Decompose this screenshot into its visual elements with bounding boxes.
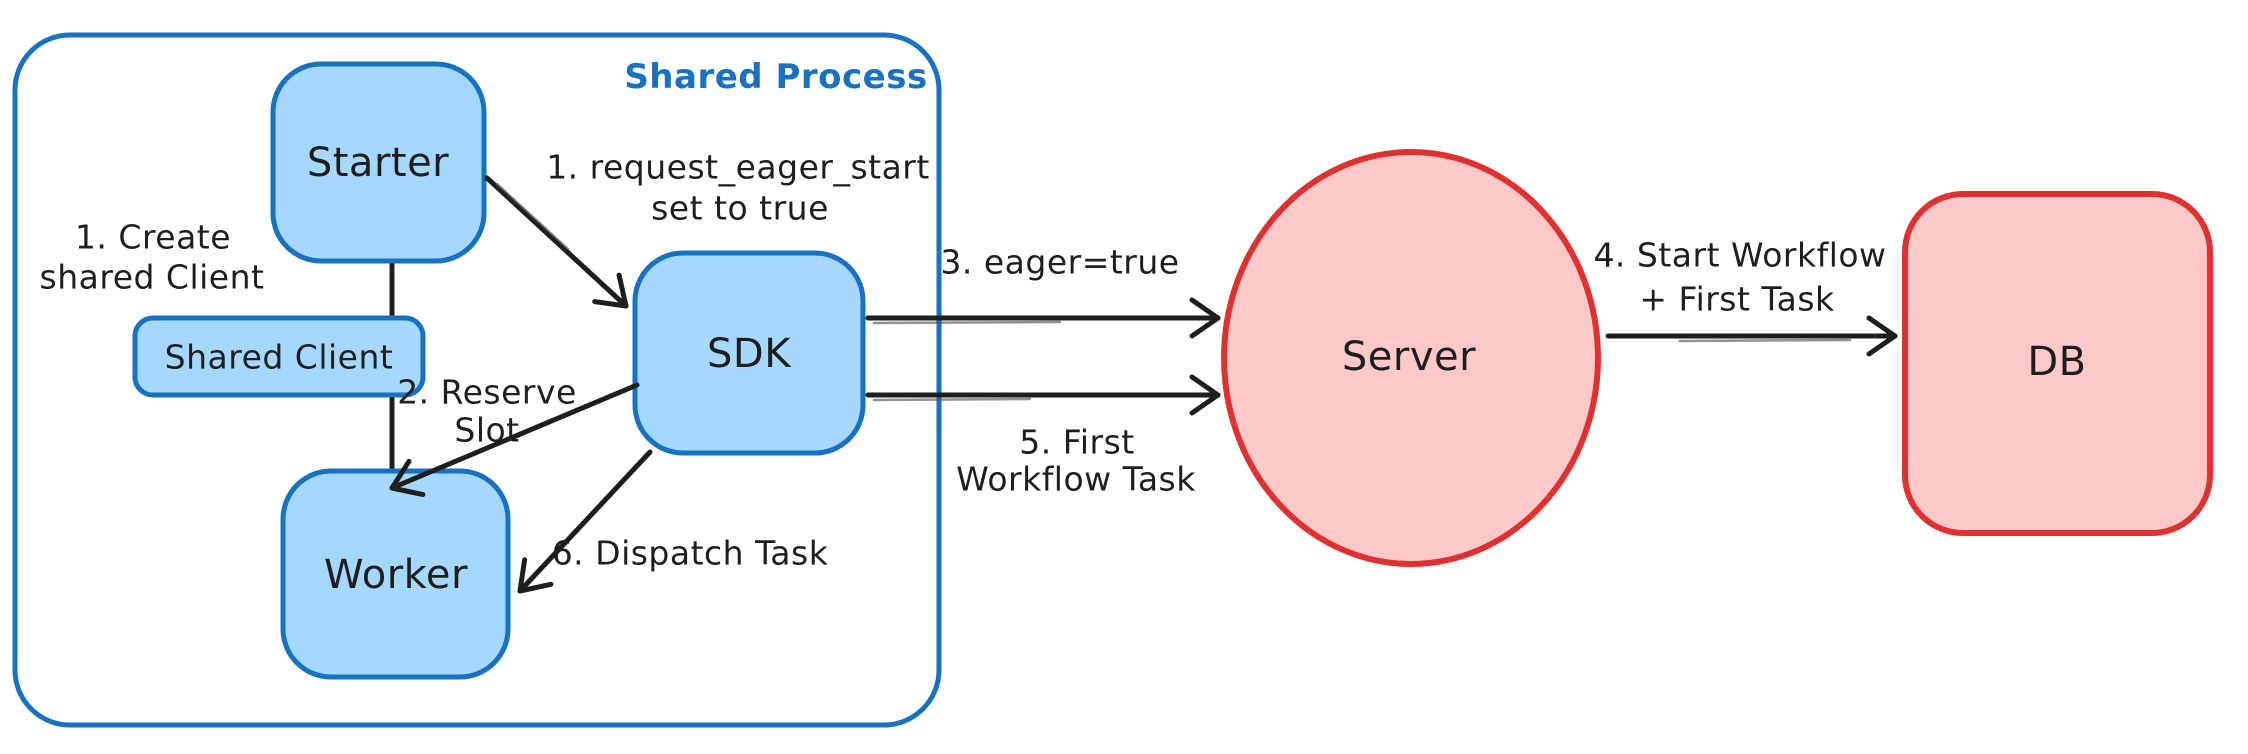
- annotation-create-shared-client-line1: 1. Create: [75, 218, 231, 257]
- arrow-sdk-to-worker-reserve: [389, 382, 640, 498]
- annotation-dispatch-task: 6. Dispatch Task: [552, 534, 829, 573]
- annotation-first-workflow-task-line2: Workflow Task: [956, 460, 1196, 499]
- arrow-starter-to-sdk-rough: [495, 182, 570, 251]
- shared-client-node: [132, 315, 426, 398]
- annotation-reserve-slot-line1: 2. Reserve: [397, 373, 577, 412]
- annotation-first-workflow-task-line1: 5. First: [1019, 423, 1134, 462]
- annotation-start-workflow-line2: + First Task: [1639, 280, 1835, 319]
- shared-client-label: Shared Client: [165, 338, 394, 377]
- server-label: Server: [1342, 334, 1476, 380]
- annotation-start-workflow-line1: 4. Start Workflow: [1593, 236, 1886, 275]
- server-node: [1221, 149, 1601, 567]
- arrow-sdk-to-worker-dispatch: [517, 449, 653, 594]
- starter-label: Starter: [307, 140, 449, 186]
- sdk-node: [632, 250, 866, 456]
- arrow-starter-to-sdk: [484, 175, 629, 309]
- arrow-server-db-rough: [1678, 338, 1852, 343]
- annotation-request-eager-start-line1: 1. request_eager_start: [546, 148, 930, 187]
- arrow-first-task-rough: [872, 397, 1032, 402]
- sdk-label: SDK: [707, 331, 792, 377]
- annotation-create-shared-client-line2: shared Client: [40, 258, 265, 297]
- db-label: DB: [2027, 339, 2086, 385]
- arrow-eager-rough: [872, 320, 1062, 325]
- annotation-reserve-slot-line2: Slot: [454, 411, 519, 450]
- annotation-request-eager-start-line2: set to true: [651, 189, 829, 228]
- shared-process-container: [12, 32, 942, 728]
- worker-label: Worker: [324, 552, 468, 598]
- db-node: [1902, 191, 2213, 536]
- annotation-eager-true: 3. eager=true: [940, 243, 1179, 282]
- starter-node: [270, 61, 487, 264]
- shared-process-label: Shared Process: [624, 57, 927, 97]
